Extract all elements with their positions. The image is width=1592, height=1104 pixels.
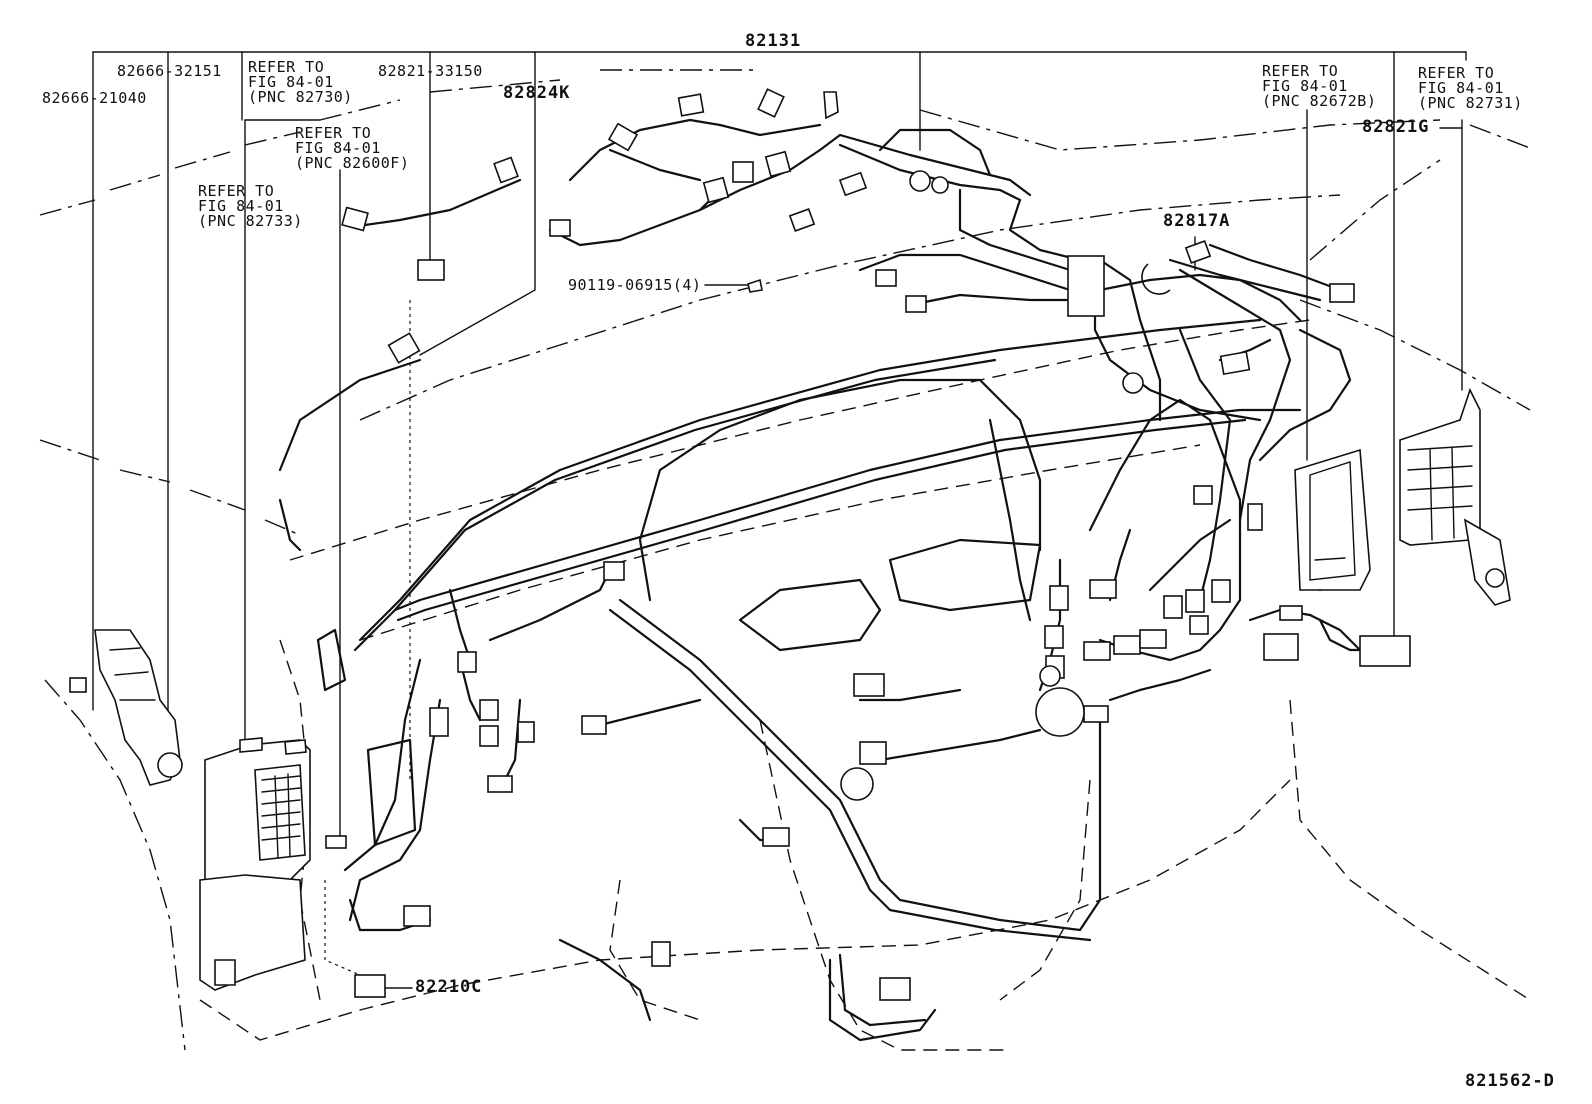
ref-label-82600F-line2: FIG 84-01 [295,139,381,157]
ref-label-82730-line3: (PNC 82730) [248,88,353,106]
connectors [341,88,1411,1001]
ref-label-82672B-line1: REFER TO [1262,62,1339,80]
leader-lines [92,51,1467,989]
dashboard-frame [278,318,1302,1042]
ref-label-82731-line2: FIG 84-01 [1418,79,1504,97]
ref-label-82730-line2: FIG 84-01 [248,73,334,91]
part-label-82821G: 82821G [1362,117,1430,137]
ref-label-82733-line1: REFER TO [198,182,275,200]
ref-label-82733-line3: (PNC 82733) [198,212,303,230]
relay-blocks [69,387,1511,991]
figure-id-label: 821562-D [1465,1071,1555,1091]
part-label-82666-21040: 82666-21040 [42,89,147,107]
part-label-90119-06915: 90119-06915(4) [568,276,702,294]
ref-label-82600F-line1: REFER TO [295,124,372,142]
part-label-82824K: 82824K [503,83,571,103]
ref-label-82731-line1: REFER TO [1418,64,1495,82]
part-label-82666-32151: 82666-32151 [117,62,222,80]
part-label-82210C: 82210C [415,977,483,997]
ref-label-82730-line1: REFER TO [248,58,325,76]
ref-label-82672B-line3: (PNC 82672B) [1262,92,1377,110]
main-harness-wires [348,118,1372,932]
ref-label-82731-line3: (PNC 82731) [1418,94,1523,112]
ref-label-82672B-line2: FIG 84-01 [1262,77,1348,95]
part-label-82821-33150: 82821-33150 [378,62,483,80]
ref-label-82600F-line3: (PNC 82600F) [295,154,410,172]
part-label-82817A: 82817A [1163,211,1231,231]
main-harness-label: 82131 [745,31,802,51]
ref-label-82733-line2: FIG 84-01 [198,197,284,215]
